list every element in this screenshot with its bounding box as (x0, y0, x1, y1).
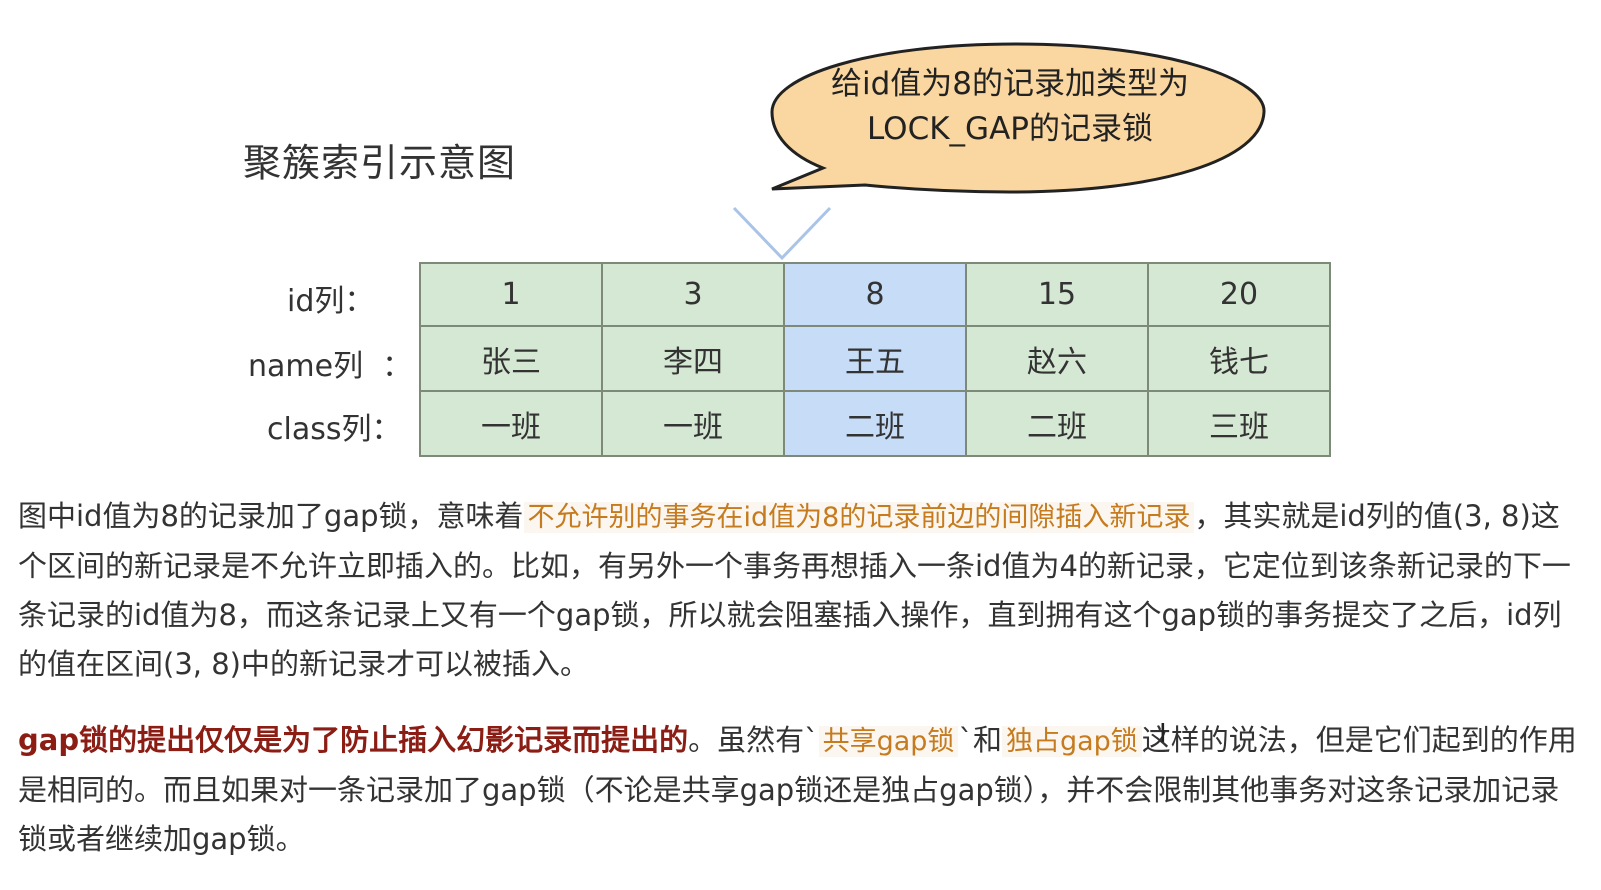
pointer-arrow (732, 206, 832, 261)
text-cursor-icon: I (1159, 719, 1167, 749)
table-cell: 二班 (965, 390, 1149, 457)
callout-text: 给id值为8的记录加类型为 LOCK_GAP的记录锁 (790, 62, 1230, 152)
table-cell: 张三 (419, 325, 603, 392)
table-cell-highlighted: 王五 (783, 325, 967, 392)
paragraph-2-strong: gap锁的提出仅仅是为了防止插入幻影记录而提出的 (18, 723, 689, 757)
table-row-name: 张三 李四 王五 赵六 钱七 (419, 325, 1331, 392)
paragraph-2: gap锁的提出仅仅是为了防止插入幻影记录而提出的。虽然有`共享gap锁`和独占g… (18, 716, 1588, 864)
paragraph-2-text-b: `和 (958, 723, 1002, 757)
paragraph-1: 图中id值为8的记录加了gap锁，意味着不允许别的事务在id值为8的记录前边的间… (18, 492, 1588, 689)
paragraph-1-text-a: 图中id值为8的记录加了gap锁，意味着 (18, 499, 524, 533)
table-cell: 钱七 (1147, 325, 1331, 392)
paragraph-2-text-a: 。虽然有` (688, 723, 819, 757)
callout-line-2: LOCK_GAP的记录锁 (867, 111, 1153, 147)
table-cell: 赵六 (965, 325, 1149, 392)
table-cell: 1 (419, 262, 603, 327)
table-cell: 15 (965, 262, 1149, 327)
table-cell: 三班 (1147, 390, 1331, 457)
speech-bubble-shape (770, 42, 1266, 194)
table-row-id: 1 3 8 15 20 (419, 262, 1331, 327)
table-cell-highlighted: 8 (783, 262, 967, 327)
row-label-name: name列 ： (248, 349, 413, 384)
callout-line-1: 给id值为8的记录加类型为 (830, 66, 1189, 102)
table-cell: 一班 (419, 390, 603, 457)
row-label-class: class列： (267, 412, 402, 447)
paragraph-1-text-b: ，其实就是id列的值(3, 8)这个区间的新记录是不允许立即插入的。比如，有另外… (18, 499, 1571, 681)
inline-code-exclusive-gap-lock: 独占gap锁 (1001, 726, 1142, 757)
table-cell-highlighted: 二班 (783, 390, 967, 457)
figure-title: 聚簇索引示意图 (243, 141, 517, 185)
clustered-index-table: 1 3 8 15 20 张三 李四 王五 赵六 钱七 一班 一班 二班 二班 三… (419, 262, 1331, 457)
table-cell: 20 (1147, 262, 1331, 327)
table-cell: 李四 (601, 325, 785, 392)
table-row-class: 一班 一班 二班 二班 三班 (419, 390, 1331, 457)
row-label-id: id列： (287, 284, 375, 319)
table-cell: 一班 (601, 390, 785, 457)
inline-code-shared-gap-lock: 共享gap锁 (818, 726, 959, 757)
speech-bubble (732, 42, 1266, 261)
table-cell: 3 (601, 262, 785, 327)
paragraph-1-highlight: 不允许别的事务在id值为8的记录前边的间隙插入新记录 (523, 502, 1195, 533)
paragraph-2-text-c: 这样的说法，但是它们起到的作用是相同的。而且如果对一条记录加了gap锁（不论是共… (18, 723, 1577, 856)
